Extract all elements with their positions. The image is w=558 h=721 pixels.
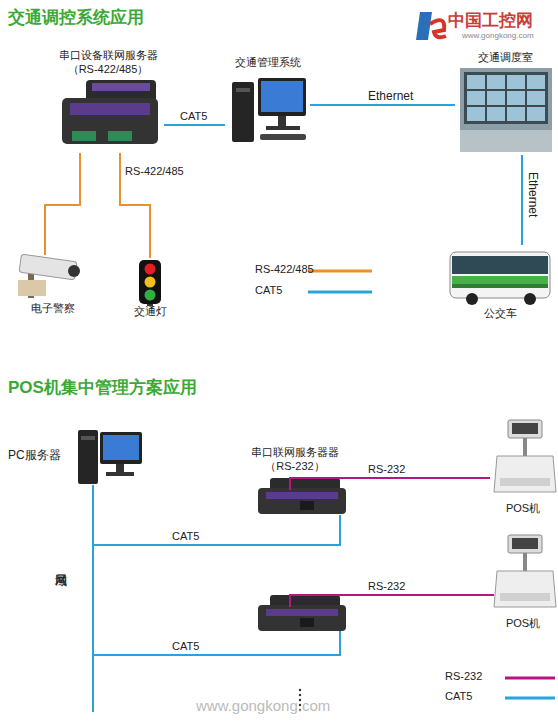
legend-text: RS-422/485: [255, 263, 314, 275]
bus-icon: [450, 252, 550, 305]
serial-server-icon: [258, 595, 346, 631]
bus-node: 公交车: [445, 245, 555, 320]
wire-label: RS-232: [368, 580, 405, 592]
connector-wire: [350, 477, 490, 479]
node-label: 交通灯: [134, 304, 167, 318]
connector-wire: [521, 155, 523, 245]
pos-terminal-icon: [494, 535, 556, 607]
legend-line: [308, 270, 372, 273]
traffic-light-icon: [139, 260, 161, 306]
node-label: 公交车: [484, 306, 517, 320]
pos-node: POS机: [490, 530, 556, 630]
legend-text: RS-232: [445, 670, 482, 682]
legend-line: [308, 291, 372, 294]
logo-icon: [416, 12, 446, 40]
serial-server-node: 串口联网服务器器 （RS-232）: [240, 445, 350, 515]
computer-icon: [232, 78, 306, 142]
rs232-wire: [290, 595, 494, 607]
node-label: POS机: [506, 616, 540, 630]
node-label: 交通调度室: [478, 50, 533, 64]
pc-server-node: PC服务器: [8, 425, 145, 485]
connector-wire: [93, 485, 340, 545]
cat5-wire: [93, 631, 340, 655]
legend-text: CAT5: [255, 284, 282, 296]
camera-node: 电子警察: [15, 255, 90, 315]
control-room-node: 交通调度室: [455, 50, 555, 155]
connector-wire: [45, 153, 80, 255]
connector-wire: [164, 124, 225, 126]
wire-label: CAT5: [172, 640, 199, 652]
control-room-image: [460, 68, 552, 152]
wire-label: Ethernet: [368, 89, 413, 103]
section-title: POS机集中管理方案应用: [8, 376, 197, 399]
legend-line: [505, 677, 555, 680]
node-label: 交通管理系统: [235, 55, 301, 69]
computer-node: 交通管理系统: [225, 55, 310, 150]
legend-text: CAT5: [445, 690, 472, 702]
watermark: www.gongkong.com: [196, 697, 330, 714]
node-label: POS机: [506, 501, 540, 515]
rs232-wire: [290, 478, 350, 490]
node-label: 串口设备联网服务器 （RS-422/485）: [52, 48, 164, 76]
pos-node: POS机: [490, 415, 556, 515]
section-title: 交通调控系统应用: [8, 6, 144, 29]
serial-server-node: 串口设备联网服务器 （RS-422/485）: [52, 48, 164, 153]
wire-label: RS-422/485: [125, 165, 184, 177]
wire-label: CAT5: [172, 530, 199, 542]
pos-terminal-icon: [494, 420, 556, 492]
node-label: PC服务器: [8, 448, 61, 462]
wire-label: Ethernet: [526, 172, 540, 217]
wire-label: CAT5: [180, 110, 207, 122]
connector-wire: [310, 104, 455, 106]
wire-label: RS-232: [368, 463, 405, 475]
serial-server-icon: [258, 478, 346, 514]
serial-server-icon: [62, 80, 158, 144]
camera-icon: [18, 254, 80, 298]
watermark: www.gongkong.com: [462, 31, 534, 40]
legend-line: [505, 697, 555, 700]
node-label: 电子警察: [31, 301, 75, 315]
traffic-light-node: 交通灯: [125, 258, 175, 318]
pc-server-icon: [78, 430, 142, 484]
node-label: 串口联网服务器器 （RS-232）: [240, 445, 350, 473]
watermark: 中国工控网: [448, 9, 533, 32]
